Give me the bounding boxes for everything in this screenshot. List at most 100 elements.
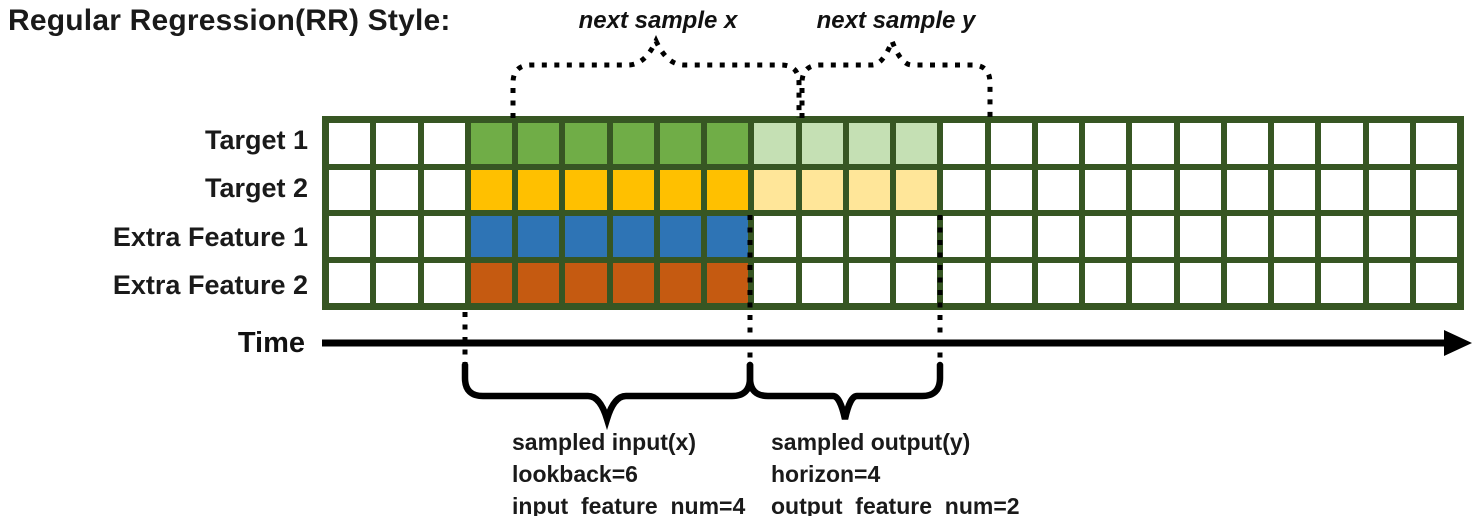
grid-cell (801, 169, 843, 210)
grid-cell (1037, 262, 1079, 303)
grid-cell (1085, 169, 1127, 210)
grid-cell (943, 216, 985, 257)
grid-cell (801, 262, 843, 303)
sampled-output-caption-line3: output_feature_num=2 (771, 493, 1020, 516)
sampled-output-caption-line2: horizon=4 (771, 461, 881, 487)
sampled-input-brace (461, 361, 754, 431)
grid-cell (612, 262, 654, 303)
grid-cell (754, 123, 796, 164)
sampled-input-caption: sampled input(x) lookback=6 input_featur… (512, 426, 745, 516)
grid-cell (1037, 216, 1079, 257)
grid-cell (329, 123, 371, 164)
next-sample-x-brace (510, 35, 802, 118)
grid-cell (659, 216, 701, 257)
grid-cell (1179, 262, 1221, 303)
grid-cell (848, 216, 890, 257)
grid-cell (376, 169, 418, 210)
grid-cell (1321, 262, 1363, 303)
grid-cell (1368, 169, 1410, 210)
grid-cell (376, 123, 418, 164)
grid-cell (1368, 262, 1410, 303)
grid-cell (801, 123, 843, 164)
diagram-title: Regular Regression(RR) Style: (8, 4, 451, 37)
grid-cell (1321, 216, 1363, 257)
grid-cell (1179, 123, 1221, 164)
grid-cell (848, 123, 890, 164)
grid-cell (1132, 123, 1174, 164)
grid-cell (1368, 123, 1410, 164)
grid-cell (754, 262, 796, 303)
grid-cell (376, 262, 418, 303)
sampled-input-caption-line3: input_feature_num=4 (512, 493, 746, 516)
grid-cell (896, 123, 938, 164)
grid-cell (329, 262, 371, 303)
grid-cell (470, 169, 512, 210)
time-axis-label: Time (237, 327, 305, 359)
grid-cell (518, 169, 560, 210)
next-sample-x-label: next sample x (578, 7, 738, 34)
grid-cell (423, 216, 465, 257)
grid-cell (1415, 169, 1457, 210)
grid-cell (1085, 123, 1127, 164)
grid-cell (754, 169, 796, 210)
grid-cell (423, 123, 465, 164)
grid-cell (943, 169, 985, 210)
grid-cell (1274, 169, 1316, 210)
grid-cell (1274, 262, 1316, 303)
grid-cell (1132, 262, 1174, 303)
grid-cell (1274, 123, 1316, 164)
grid-cell (565, 123, 607, 164)
grid-cell (1226, 262, 1268, 303)
grid-cell (659, 262, 701, 303)
grid-cell (1226, 169, 1268, 210)
grid-cell (1415, 123, 1457, 164)
grid-cell (659, 123, 701, 164)
grid-cell (1321, 123, 1363, 164)
grid-cell (990, 169, 1032, 210)
grid-cell (470, 216, 512, 257)
grid-cell (848, 262, 890, 303)
grid-cell (1226, 216, 1268, 257)
grid-cell (423, 262, 465, 303)
grid-cell (659, 169, 701, 210)
grid-cell (376, 216, 418, 257)
grid-cell (518, 216, 560, 257)
grid-cell (470, 262, 512, 303)
grid-cell (707, 262, 749, 303)
sampled-output-caption: sampled output(y) horizon=4 output_featu… (771, 426, 1020, 516)
grid-cell (1415, 262, 1457, 303)
grid-cell (1085, 216, 1127, 257)
sampled-input-caption-line1: sampled input(x) (512, 429, 697, 455)
grid-cell (612, 169, 654, 210)
timeseries-grid (322, 116, 1464, 310)
grid-cell (1037, 123, 1079, 164)
grid-cell (1226, 123, 1268, 164)
grid-cell (707, 169, 749, 210)
grid-cell (754, 216, 796, 257)
grid-cell (801, 216, 843, 257)
grid-cell (848, 169, 890, 210)
sampled-output-brace (746, 361, 944, 420)
grid-cell (565, 169, 607, 210)
grid-cell (329, 169, 371, 210)
grid-cell (896, 216, 938, 257)
next-sample-y-brace (799, 33, 993, 118)
row-label-target-2: Target 2 (204, 173, 308, 203)
grid-cell (990, 262, 1032, 303)
time-axis-arrowhead (1444, 330, 1472, 356)
grid-cell (565, 216, 607, 257)
row-label-extra-feature-1: Extra Feature 1 (112, 222, 308, 252)
grid-cell (707, 216, 749, 257)
grid-cell (943, 262, 985, 303)
grid-cell (518, 123, 560, 164)
grid-cell (707, 123, 749, 164)
grid-cell (329, 216, 371, 257)
grid-cell (1132, 216, 1174, 257)
grid-cell (565, 262, 607, 303)
grid-cell (1132, 169, 1174, 210)
grid-cell (943, 123, 985, 164)
grid-cell (612, 216, 654, 257)
grid-cell (990, 123, 1032, 164)
grid-cell (1321, 169, 1363, 210)
